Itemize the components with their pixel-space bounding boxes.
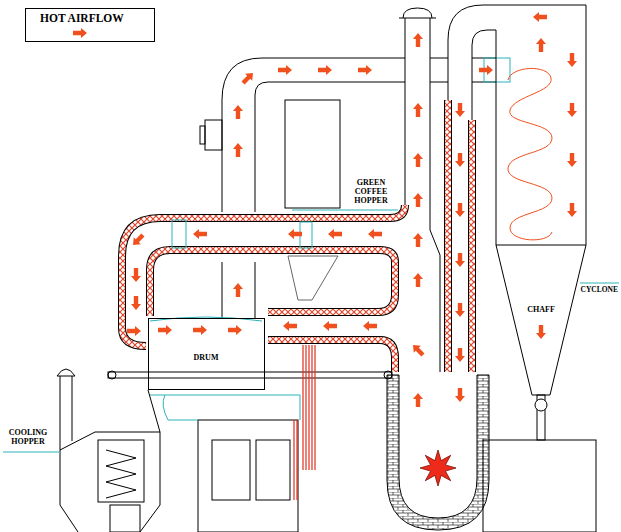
roaster-base bbox=[198, 420, 298, 532]
cyclone-body: CHAFF bbox=[486, 4, 596, 404]
airflow-arrow bbox=[240, 70, 257, 87]
airflow-arrow bbox=[328, 229, 342, 239]
cooling-motor bbox=[110, 505, 140, 532]
bearing bbox=[384, 371, 392, 379]
airflow-arrow bbox=[358, 65, 372, 75]
legend-text: HOT AIRFLOW bbox=[40, 12, 124, 25]
airflow-arrow bbox=[567, 153, 577, 167]
airflow-arrow bbox=[413, 103, 423, 117]
chimney bbox=[399, 8, 440, 372]
airflow-arrow bbox=[567, 203, 577, 217]
drum-box: DRUM bbox=[148, 318, 265, 390]
furnace-bricks bbox=[393, 375, 483, 524]
airflow-arrow bbox=[323, 321, 337, 331]
airflow-arrow bbox=[455, 388, 465, 402]
airflow-arrow bbox=[479, 65, 493, 75]
return-pipe bbox=[448, 5, 586, 120]
airflow-arrow bbox=[363, 321, 377, 331]
cooling-screw bbox=[106, 450, 136, 498]
airflow-arrow bbox=[455, 153, 465, 167]
airflow-arrow bbox=[193, 325, 207, 335]
fan-motor-cap bbox=[200, 126, 205, 144]
part-label: CYCLONE bbox=[580, 286, 618, 295]
airflow-arrow bbox=[536, 325, 546, 339]
airflow-arrow bbox=[413, 193, 423, 207]
airflow-arrow bbox=[455, 253, 465, 267]
airflow-arrow bbox=[127, 326, 141, 336]
chaff-bin bbox=[483, 440, 596, 532]
fan-motor bbox=[205, 120, 222, 150]
airflow-arrow bbox=[567, 53, 577, 67]
cooling-hopper bbox=[60, 432, 160, 532]
insulated-duct-border bbox=[122, 100, 472, 372]
airflow-arrow bbox=[413, 33, 423, 47]
chaff-label: CHAFF bbox=[527, 305, 555, 314]
drum-label: DRUM bbox=[194, 353, 219, 362]
leader-line bbox=[580, 283, 619, 284]
airflow-arrow bbox=[158, 325, 172, 335]
bearing bbox=[108, 371, 116, 379]
burner-flame bbox=[420, 450, 456, 486]
airflow-arrow bbox=[233, 143, 243, 157]
airflow-arrow bbox=[368, 229, 382, 239]
exhaust-duct bbox=[222, 58, 496, 318]
airflow-arrow bbox=[233, 283, 243, 297]
airflow-arrow bbox=[131, 296, 141, 310]
airflow-arrow bbox=[455, 303, 465, 317]
cooling-screw-box bbox=[98, 440, 144, 502]
airflow-arrow bbox=[413, 153, 423, 167]
part-label: COOLING HOPPER bbox=[3, 428, 53, 446]
cooling-stack bbox=[57, 369, 75, 450]
duct-flange bbox=[172, 220, 186, 248]
airflow-arrow bbox=[233, 105, 243, 119]
airflow-arrow bbox=[455, 348, 465, 362]
airflow-arrow bbox=[410, 342, 427, 359]
airflow-arrow bbox=[131, 268, 141, 282]
legend-box: HOT AIRFLOW bbox=[25, 8, 155, 42]
airflow-arrow bbox=[413, 233, 423, 247]
base-panel bbox=[212, 440, 250, 500]
airflow-arrow bbox=[193, 229, 207, 239]
leader-line bbox=[3, 452, 60, 453]
leader-line bbox=[292, 210, 398, 211]
airflow-arrow bbox=[536, 38, 546, 52]
heating-element bbox=[294, 345, 315, 500]
chaff-valve bbox=[535, 399, 547, 411]
base-outline bbox=[150, 395, 300, 420]
airflow-arrow bbox=[288, 229, 302, 239]
airflow-arrow bbox=[283, 321, 297, 331]
airflow-arrow bbox=[318, 65, 332, 75]
green-coffee-hopper bbox=[285, 100, 340, 208]
airflow-arrow bbox=[567, 103, 577, 117]
airflow-arrow bbox=[228, 325, 242, 335]
airflow-arrow bbox=[130, 232, 147, 249]
hopper-funnel bbox=[288, 256, 338, 300]
airflow-arrow bbox=[455, 203, 465, 217]
legend-arrow-sample bbox=[73, 28, 87, 38]
part-label: GREEN COFFEE HOPPER bbox=[347, 178, 395, 206]
furnace-outline bbox=[387, 375, 489, 530]
insulated-duct bbox=[122, 100, 472, 372]
base-panel bbox=[256, 440, 290, 500]
airflow-arrow bbox=[278, 65, 292, 75]
shape-outline-path bbox=[496, 5, 586, 395]
airflow-arrow bbox=[413, 273, 423, 287]
airflow-arrow bbox=[455, 103, 465, 117]
discharge-chute bbox=[148, 390, 160, 432]
cyclone-vortex bbox=[508, 68, 552, 239]
drum-shaft bbox=[108, 372, 392, 378]
airflow-arrow bbox=[533, 12, 547, 22]
airflow-arrow bbox=[413, 393, 423, 407]
shape-outline bbox=[486, 4, 596, 404]
